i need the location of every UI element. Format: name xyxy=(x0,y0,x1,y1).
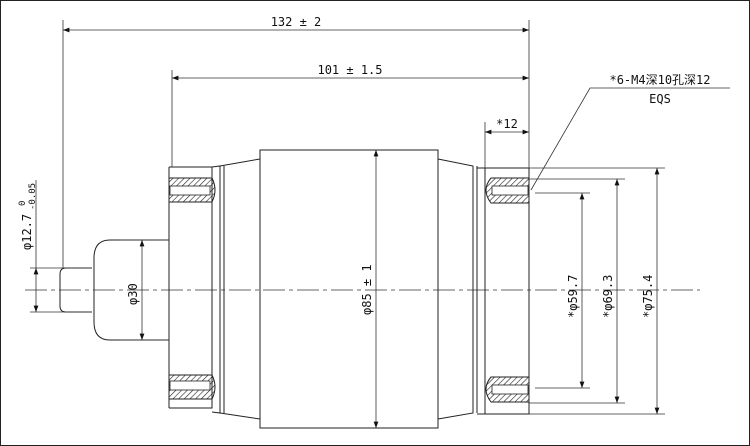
label-inner-diameter: *φ69.3 xyxy=(601,275,615,318)
label-hole-spec: *6-M4深10孔深12 xyxy=(609,73,710,87)
label-bolt-circle: *φ59.7 xyxy=(566,275,580,318)
label-shaft-tol-upper: 0 xyxy=(18,201,28,206)
label-body-length: 101 ± 1.5 xyxy=(317,63,382,77)
label-shaft-diameter: φ12.7 xyxy=(20,214,34,250)
label-boss-diameter: φ30 xyxy=(126,283,140,305)
label-eqs: EQS xyxy=(649,92,671,106)
label-flange-thickness: *12 xyxy=(496,117,518,131)
label-body-diameter: φ85 ± 1 xyxy=(360,264,374,315)
leader-line xyxy=(530,87,730,191)
ceramic-body xyxy=(259,149,439,429)
label-shaft-tol-lower: -0.05 xyxy=(28,183,38,210)
right-flange xyxy=(437,158,530,420)
boss xyxy=(93,239,169,341)
label-flange-diameter: *φ75.4 xyxy=(641,275,655,318)
label-overall-length: 132 ± 2 xyxy=(271,15,322,29)
left-flange xyxy=(168,158,261,420)
